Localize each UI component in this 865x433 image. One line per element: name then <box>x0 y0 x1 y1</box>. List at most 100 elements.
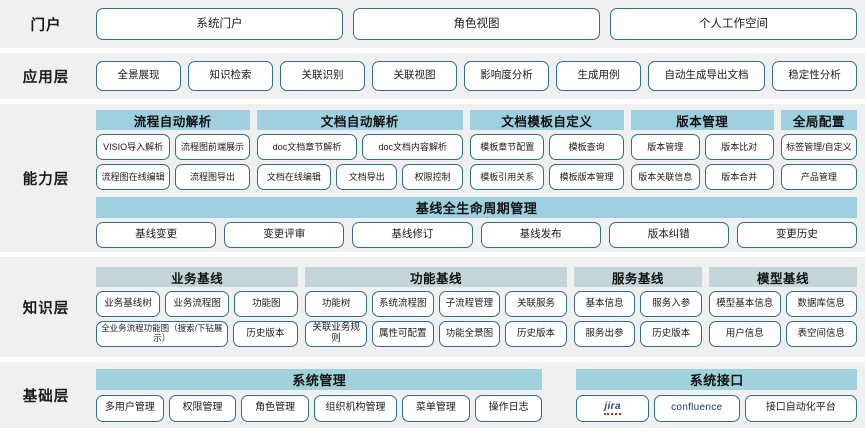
baseline-item-version-correction[interactable]: 版本纠错 <box>608 222 729 248</box>
app-item-panorama[interactable]: 全景展现 <box>96 61 181 91</box>
base-item-multi-user-mgmt[interactable]: 多用户管理 <box>96 394 164 422</box>
baseline-item-change-history[interactable]: 变更历史 <box>736 222 858 248</box>
layer-body-portal: 系统门户 角色视图 个人工作空间 <box>92 0 865 48</box>
know-item-full-business-flow-chart[interactable]: 全业务流程功能图（搜索/下钻展示） <box>96 321 228 347</box>
know-item-function-chart[interactable]: 功能图 <box>234 291 299 317</box>
know-item-subprocess-mgmt[interactable]: 子流程管理 <box>438 291 501 317</box>
layer-label-application: 应用层 <box>0 53 92 99</box>
group-row: VISIO导入解析 流程图前端展示 <box>96 134 250 160</box>
cap-item-template-version-mgmt[interactable]: 模板版本管理 <box>549 164 624 190</box>
know-item-service-input[interactable]: 服务入参 <box>640 291 703 317</box>
app-item-impact-analysis[interactable]: 影响度分析 <box>464 61 549 91</box>
know-item-system-flowchart[interactable]: 系统流程图 <box>371 291 434 317</box>
app-item-generate-case[interactable]: 生成用例 <box>556 61 641 91</box>
knowledge-group-model-baseline: 模型基线 模型基本信息 数据库信息 用户信息 表空间信息 <box>709 267 857 347</box>
cap-item-product-management[interactable]: 产品管理 <box>780 164 857 190</box>
base-item-interface-automation-platform[interactable]: 接口自动化平台 <box>744 394 857 422</box>
cap-item-doc-export[interactable]: 文档导出 <box>336 164 398 190</box>
layer-body-knowledge: 业务基线 业务基线树 业务流程图 功能图 全业务流程功能图（搜索/下钻展示） 历… <box>92 257 865 357</box>
base-item-permission-mgmt[interactable]: 权限管理 <box>168 394 237 422</box>
base-item-menu-mgmt[interactable]: 菜单管理 <box>402 394 470 422</box>
cap-item-flowchart-frontend[interactable]: 流程图前端展示 <box>175 134 250 160</box>
app-item-stability-analysis[interactable]: 稳定性分析 <box>771 61 857 91</box>
know-item-attribute-configurable[interactable]: 属性可配置 <box>371 321 434 347</box>
know-item-model-basic-info[interactable]: 模型基本信息 <box>709 291 781 317</box>
portal-item-system-portal[interactable]: 系统门户 <box>96 8 343 40</box>
cap-item-version-compare[interactable]: 版本比对 <box>704 134 774 160</box>
cap-item-doc-chapter-parse[interactable]: doc文档章节解析 <box>256 134 358 160</box>
group-row: 模板引用关系 模板版本管理 <box>470 164 624 190</box>
base-item-role-mgmt[interactable]: 角色管理 <box>241 394 310 422</box>
know-item-tablespace-info[interactable]: 表空间信息 <box>785 321 857 347</box>
group-title-version-mgmt: 版本管理 <box>630 110 774 130</box>
base-item-org-structure-mgmt[interactable]: 组织机构管理 <box>314 394 398 422</box>
cap-item-permission-control[interactable]: 权限控制 <box>402 164 464 190</box>
cap-item-flowchart-online-edit[interactable]: 流程图在线编辑 <box>96 164 171 190</box>
group-row: 服务出参 历史版本 <box>573 321 703 347</box>
know-item-related-business-rule[interactable]: 关联业务规则 <box>305 321 367 347</box>
know-item-basic-info[interactable]: 基本信息 <box>573 291 636 317</box>
group-title-process-parse: 流程自动解析 <box>96 110 250 130</box>
know-item-user-info[interactable]: 用户信息 <box>709 321 781 347</box>
capability-group-process-parse: 流程自动解析 VISIO导入解析 流程图前端展示 流程图在线编辑 流程图导出 <box>96 110 250 190</box>
group-title-business-baseline: 业务基线 <box>96 267 299 287</box>
cap-item-template-chapter-config[interactable]: 模板章节配置 <box>470 134 545 160</box>
cap-item-tag-management[interactable]: 标签管理/自定义 <box>780 134 857 160</box>
know-item-business-flowchart[interactable]: 业务流程图 <box>165 291 230 317</box>
layer-portal: 门户 系统门户 角色视图 个人工作空间 <box>0 0 865 48</box>
capability-baseline-lifecycle: 基线全生命周期管理 基线变更 变更评审 基线修订 基线发布 版本纠错 变更历史 <box>96 197 858 248</box>
group-title-doc-template: 文档模板自定义 <box>470 110 624 130</box>
know-item-function-panorama[interactable]: 功能全景图 <box>438 321 501 347</box>
base-item-operation-log[interactable]: 操作日志 <box>474 394 543 422</box>
portal-item-role-view[interactable]: 角色视图 <box>353 8 600 40</box>
layer-label-portal: 门户 <box>0 0 92 48</box>
knowledge-group-function-baseline: 功能基线 功能树 系统流程图 子流程管理 关联服务 关联业务规则 属性可配置 功… <box>305 267 567 347</box>
app-item-auto-export-doc[interactable]: 自动生成导出文档 <box>648 61 765 91</box>
know-item-service-output[interactable]: 服务出参 <box>573 321 636 347</box>
group-title-global-config: 全局配置 <box>780 110 857 130</box>
baseline-item-change[interactable]: 基线变更 <box>96 222 217 248</box>
know-item-related-service[interactable]: 关联服务 <box>505 291 567 317</box>
cap-item-version-management[interactable]: 版本管理 <box>630 134 700 160</box>
base-item-jira[interactable]: jira <box>576 394 649 422</box>
cap-item-visio-import[interactable]: VISIO导入解析 <box>96 134 171 160</box>
baseline-item-revision[interactable]: 基线修订 <box>352 222 473 248</box>
portal-item-personal-workspace[interactable]: 个人工作空间 <box>610 8 857 40</box>
group-row: 产品管理 <box>780 164 857 190</box>
group-title-doc-parse: 文档自动解析 <box>256 110 464 130</box>
app-item-knowledge-search[interactable]: 知识检索 <box>188 61 273 91</box>
cap-item-version-merge[interactable]: 版本合并 <box>704 164 774 190</box>
app-item-relation-view[interactable]: 关联视图 <box>372 61 457 91</box>
know-item-history-version-function[interactable]: 历史版本 <box>505 321 567 347</box>
group-row: 模板章节配置 模板查询 <box>470 134 624 160</box>
layer-application: 应用层 全景展现 知识检索 关联识别 关联视图 影响度分析 生成用例 自动生成导… <box>0 53 865 99</box>
baseline-item-release[interactable]: 基线发布 <box>480 222 601 248</box>
baseline-item-change-review[interactable]: 变更评审 <box>224 222 345 248</box>
layer-label-knowledge: 知识层 <box>0 257 92 357</box>
group-title-baseline-lifecycle: 基线全生命周期管理 <box>96 197 857 218</box>
group-row: 版本管理 版本比对 <box>630 134 774 160</box>
cap-item-template-query[interactable]: 模板查询 <box>549 134 624 160</box>
jira-logo-text: jira <box>604 401 621 415</box>
capability-groups: 流程自动解析 VISIO导入解析 流程图前端展示 流程图在线编辑 流程图导出 文… <box>96 110 857 190</box>
app-item-relation-recognition[interactable]: 关联识别 <box>280 61 365 91</box>
know-item-business-baseline-tree[interactable]: 业务基线树 <box>96 291 161 317</box>
know-item-history-version-service[interactable]: 历史版本 <box>640 321 703 347</box>
group-row: 用户信息 表空间信息 <box>709 321 857 347</box>
baseline-lifecycle-items: 基线变更 变更评审 基线修订 基线发布 版本纠错 变更历史 <box>96 222 858 248</box>
know-item-database-info[interactable]: 数据库信息 <box>785 291 857 317</box>
cap-item-version-relation-info[interactable]: 版本关联信息 <box>630 164 700 190</box>
knowledge-groups: 业务基线 业务基线树 业务流程图 功能图 全业务流程功能图（搜索/下钻展示） 历… <box>96 267 857 347</box>
capability-group-version-mgmt: 版本管理 版本管理 版本比对 版本关联信息 版本合并 <box>630 110 774 190</box>
base-item-confluence[interactable]: confluence <box>653 394 740 422</box>
cap-item-template-reference[interactable]: 模板引用关系 <box>470 164 545 190</box>
portal-items: 系统门户 角色视图 个人工作空间 <box>96 8 857 40</box>
know-item-history-version-business[interactable]: 历史版本 <box>232 321 299 347</box>
cap-item-doc-content-parse[interactable]: doc文档内容解析 <box>362 134 464 160</box>
know-item-function-tree[interactable]: 功能树 <box>305 291 367 317</box>
cap-item-doc-online-edit[interactable]: 文档在线编辑 <box>256 164 332 190</box>
layer-body-base: 系统管理 多用户管理 权限管理 角色管理 组织机构管理 菜单管理 操作日志 系统… <box>92 362 865 428</box>
group-title-system-management: 系统管理 <box>96 368 543 390</box>
cap-item-flowchart-export[interactable]: 流程图导出 <box>175 164 250 190</box>
